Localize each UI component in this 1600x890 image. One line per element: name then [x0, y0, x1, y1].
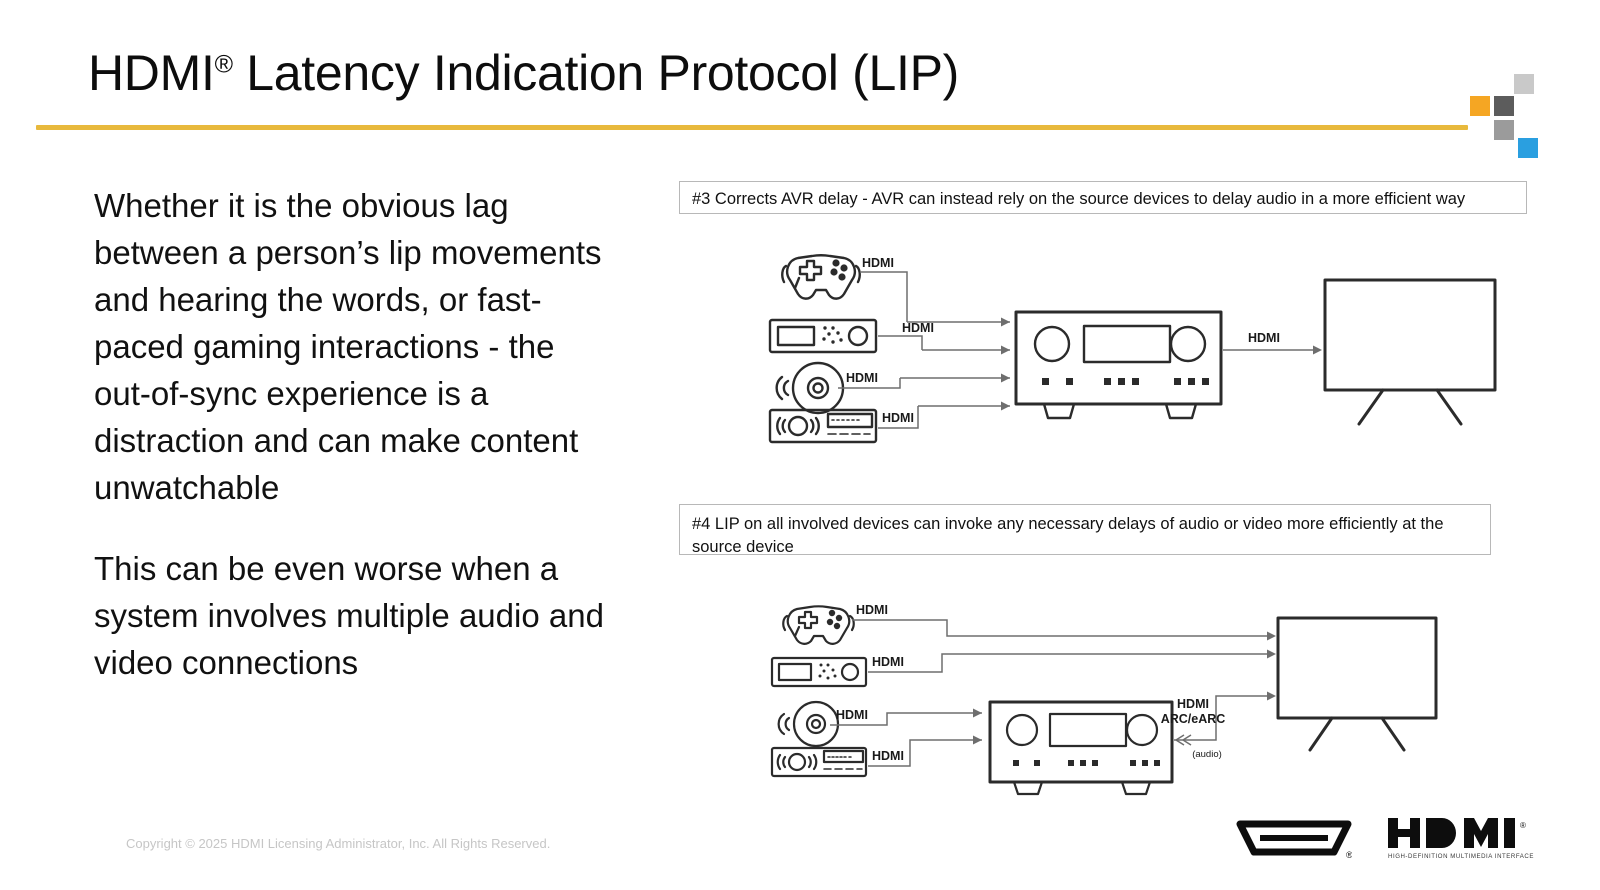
link-gamepad-tv — [852, 619, 1272, 637]
link-label-hdmi-4: HDMI — [882, 411, 914, 425]
disc-player-icon — [775, 361, 845, 415]
gamepad-icon — [781, 254, 861, 300]
caption-box-3: #3 Corrects AVR delay - AVR can instead … — [679, 181, 1527, 214]
registered-mark-icon: ® — [214, 50, 233, 79]
link-disc-avr — [830, 712, 982, 726]
link-stream-avr — [878, 406, 919, 429]
set-top-box-icon — [770, 656, 868, 688]
hdmi-tagline: HIGH-DEFINITION MULTIMEDIA INTERFACE — [1388, 853, 1534, 860]
hdmi-connector-icon: ® — [1236, 818, 1353, 865]
link-disc-avr — [838, 378, 901, 389]
link-stb-avr — [878, 335, 923, 350]
streaming-receiver-icon — [770, 746, 868, 778]
deco-square-mid-gray — [1494, 120, 1514, 140]
hdmi-wordmark: ® HIGH-DEFINITION MULTIMEDIA INTERFACE — [1388, 816, 1548, 867]
link-avr-tv-arc — [1174, 695, 1272, 741]
arc-audio-note: (audio) — [1192, 749, 1222, 760]
page-title-main: HDMI — [88, 45, 215, 101]
deco-square-blue — [1518, 138, 1538, 158]
deco-square-dark-gray — [1494, 96, 1514, 116]
link-label-hdmi-2: HDMI — [902, 321, 934, 335]
link-gamepad-avr — [860, 271, 908, 322]
title-divider — [36, 125, 1468, 130]
tv-icon — [1323, 278, 1497, 426]
tv-icon — [1276, 616, 1438, 752]
arc-label-line2: ARC/eARC — [1161, 712, 1226, 726]
diagram-lip-routing: HDMI HDMI HDMI HDMI HDMI ARC/eARC (audio… — [660, 580, 1560, 820]
link-label-hdmi-out: HDMI — [1248, 331, 1280, 345]
link-label-hdmi-1: HDMI — [856, 603, 888, 617]
caption-box-4: #4 LIP on all involved devices can invok… — [679, 504, 1491, 556]
link-label-hdmi-1: HDMI — [862, 256, 894, 270]
decorative-squares — [1470, 70, 1540, 162]
page-title-rest: Latency Indication Protocol (LIP) — [232, 45, 959, 101]
page-title: HDMI® Latency Indication Protocol (LIP) — [88, 44, 959, 102]
streaming-receiver-icon — [768, 408, 878, 444]
link-label-hdmi-3: HDMI — [846, 371, 878, 385]
link-label-hdmi-2: HDMI — [872, 655, 904, 669]
disc-player-icon — [777, 700, 840, 748]
link-label-hdmi-4: HDMI — [872, 749, 904, 763]
link-label-hdmi-3: HDMI — [836, 708, 868, 722]
avr-receiver-icon — [988, 700, 1174, 796]
body-paragraph-2: This can be even worse when a system inv… — [94, 550, 604, 681]
gamepad-icon — [782, 605, 855, 645]
deco-square-orange — [1470, 96, 1490, 116]
arc-label-line1: HDMI — [1177, 697, 1209, 711]
body-copy: Whether it is the obvious lag between a … — [94, 182, 614, 720]
diagram-avr-routing: HDMI HDMI HDMI HDMI HDMI — [660, 232, 1560, 482]
svg-text:®: ® — [1346, 850, 1352, 860]
set-top-box-icon — [768, 318, 878, 354]
link-stream-avr — [868, 739, 982, 767]
copyright-text: Copyright © 2025 HDMI Licensing Administ… — [126, 836, 551, 851]
body-paragraph-1: Whether it is the obvious lag between a … — [94, 187, 602, 506]
svg-text:®: ® — [1520, 821, 1526, 830]
deco-square-light-gray — [1514, 74, 1534, 94]
link-stb-tv — [868, 653, 1272, 673]
avr-receiver-icon — [1014, 310, 1223, 420]
